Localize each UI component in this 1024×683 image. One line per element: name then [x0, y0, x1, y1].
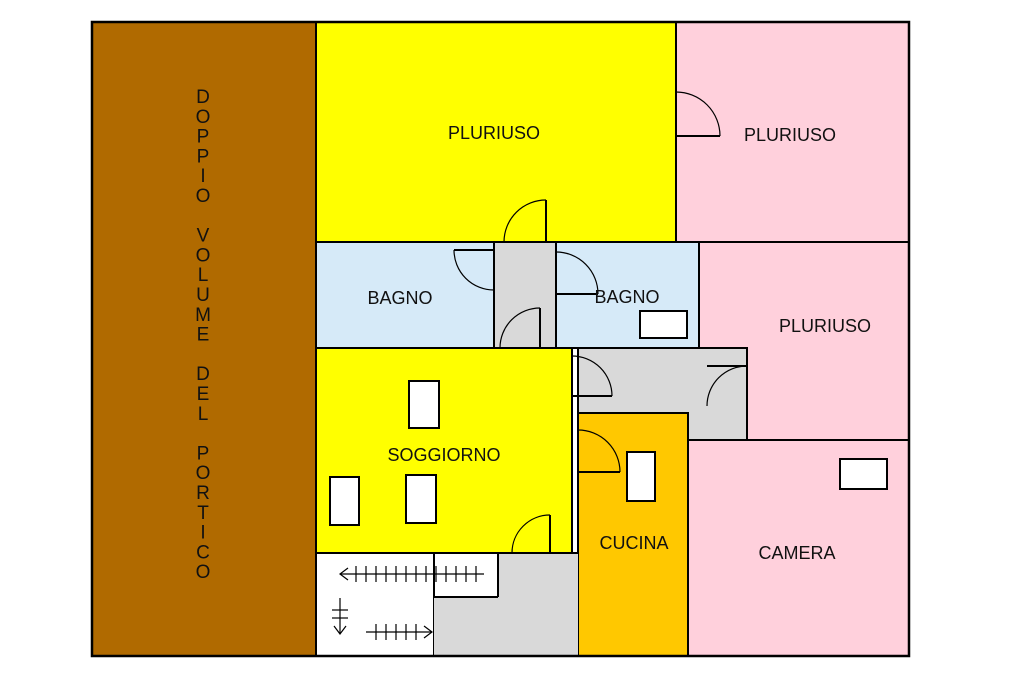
- room-pluriuso-top: [315, 21, 677, 243]
- label-cucina: CUCINA: [599, 533, 668, 553]
- portico-letter: O: [196, 107, 211, 128]
- doors: [453, 91, 748, 554]
- portico-letter: P: [197, 443, 210, 464]
- label-pluriuso-top-right: PLURIUSO: [744, 125, 836, 145]
- portico-letter: R: [196, 483, 210, 504]
- portico-letter: V: [197, 226, 210, 247]
- entry-gray: [434, 553, 578, 656]
- portico-letter: D: [196, 364, 210, 385]
- label-bagno-left: BAGNO: [367, 288, 432, 308]
- portico-letter: T: [197, 503, 209, 524]
- portico-letter: P: [197, 146, 210, 167]
- label-pluriuso-top: PLURIUSO: [448, 123, 540, 143]
- portico-letter: C: [196, 542, 210, 563]
- portico-letter: D: [196, 87, 210, 108]
- portico-letter: P: [197, 127, 210, 148]
- portico-letter: I: [200, 523, 205, 544]
- label-bagno-right: BAGNO: [594, 287, 659, 307]
- label-pluriuso-right: PLURIUSO: [779, 316, 871, 336]
- portico-letter: E: [197, 384, 210, 405]
- portico-letter: E: [197, 325, 210, 346]
- portico-letter: L: [198, 404, 209, 425]
- stair-steps: [332, 566, 484, 640]
- portico-letter: U: [196, 285, 210, 306]
- portico-letter: O: [196, 186, 211, 207]
- room-portico: [91, 21, 317, 657]
- stair-area: [315, 552, 435, 657]
- label-camera: CAMERA: [758, 543, 835, 563]
- portico-letter: I: [200, 166, 205, 187]
- portico-letter: L: [198, 265, 209, 286]
- portico-letter: O: [196, 245, 211, 266]
- label-soggiorno: SOGGIORNO: [387, 445, 500, 465]
- portico-letter: O: [196, 562, 211, 583]
- portico-letter: M: [195, 305, 211, 326]
- windows: [329, 310, 888, 526]
- portico-letter: O: [196, 463, 211, 484]
- room-bagno-left: [315, 241, 495, 349]
